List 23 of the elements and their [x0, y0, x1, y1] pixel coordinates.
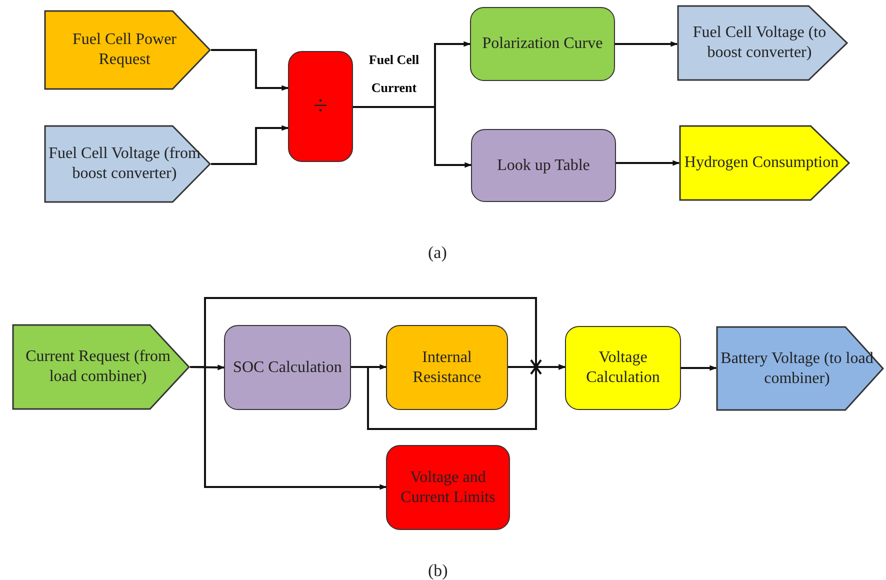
arrow	[615, 41, 678, 47]
block-label: SOC Calculation	[233, 358, 342, 378]
subfigure-caption: (b)	[428, 560, 448, 580]
block-label: Current Request (from load combiner)	[24, 347, 172, 387]
arrow	[190, 366, 387, 490]
arrow	[211, 125, 289, 165]
block-label: Hydrogen Consumption	[684, 153, 839, 173]
block-label: Polarization Curve	[482, 34, 603, 54]
arrow	[681, 365, 717, 371]
block-label: Fuel Cell Voltage (to boost converter)	[692, 23, 828, 63]
subfigure-caption: (a)	[428, 242, 447, 264]
block-label: Voltage Calculation	[585, 348, 661, 388]
block-label: Look up Table	[497, 156, 590, 176]
block-label: ÷	[313, 90, 328, 122]
arrow	[353, 106, 472, 168]
block-label: Fuel Cell Voltage (from boost converter)	[48, 144, 201, 184]
block-label: Voltage and Current Limits	[400, 468, 496, 508]
block-label: Battery Voltage (to load combiner)	[720, 348, 874, 388]
arrow	[211, 49, 289, 91]
arrow	[508, 364, 566, 370]
block-label: Fuel Cell Power Request	[72, 30, 178, 70]
arrow	[616, 160, 680, 166]
block-label: Internal Resistance	[412, 348, 482, 388]
